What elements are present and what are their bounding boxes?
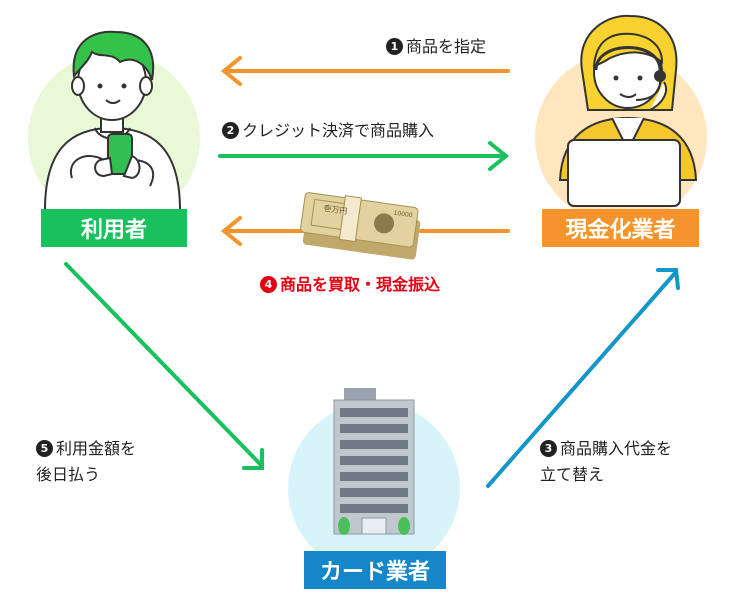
merchant-label: 現金化業者 xyxy=(565,218,676,243)
step4-text: 商品を買取・現金振込 xyxy=(280,275,441,294)
operator-with-laptop-icon xyxy=(558,14,698,207)
arrow-step3 xyxy=(486,268,680,488)
user-badge: 利用者 xyxy=(41,209,187,247)
step3-text: 商品購入代金を xyxy=(560,439,673,458)
step2-label: 2 クレジット決済で商品購入 xyxy=(222,118,434,144)
step4-label: 4 商品を買取・現金振込 xyxy=(260,272,440,298)
office-building-icon xyxy=(333,388,415,535)
user-label: 利用者 xyxy=(80,218,147,243)
step4-number: 4 xyxy=(260,276,277,293)
step1-label: 1 商品を指定 xyxy=(386,34,486,60)
step3-number: 3 xyxy=(540,440,557,457)
step1-number: 1 xyxy=(386,38,403,55)
banknote-serial: 10000 xyxy=(393,210,413,220)
arrow-step1 xyxy=(220,56,510,86)
arrow-step5 xyxy=(64,262,264,470)
step2-number: 2 xyxy=(222,122,239,139)
step5-text: 利用金額を xyxy=(56,439,137,458)
step3-text-line2: 立て替え xyxy=(540,465,605,484)
banknote-label: 壱万円 xyxy=(323,203,348,216)
card-company-label: カード業者 xyxy=(319,560,430,585)
card-company-badge: カード業者 xyxy=(304,551,446,589)
arrow-step2 xyxy=(218,141,510,171)
step2-text: クレジット決済で商品購入 xyxy=(242,121,435,140)
step5-text-line2: 後日払う xyxy=(36,465,101,484)
banknote-bundle-icon: 壱万円 10000 xyxy=(300,192,421,260)
merchant-badge: 現金化業者 xyxy=(542,209,699,247)
person-with-phone-icon xyxy=(43,30,182,211)
step1-text: 商品を指定 xyxy=(406,37,487,56)
step5-label: 5 利用金額を 後日払う xyxy=(36,436,136,488)
step5-number: 5 xyxy=(36,440,53,457)
step3-label: 3 商品購入代金を 立て替え xyxy=(540,436,672,488)
